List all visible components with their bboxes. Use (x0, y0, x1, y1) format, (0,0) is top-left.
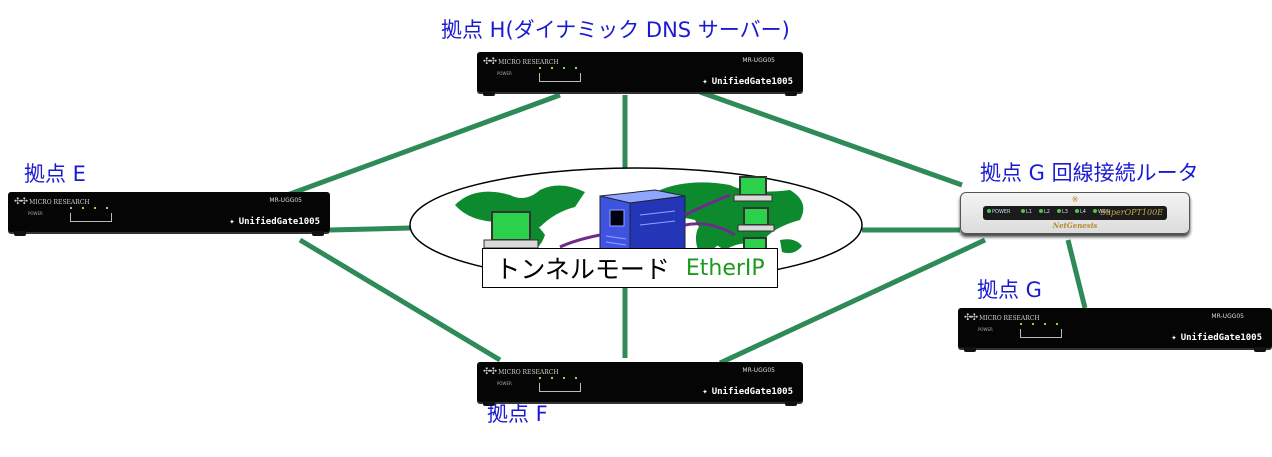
device-site-e: ✣✣MICRO RESEARCH MR-UGG05 POWER ✦Unified… (8, 192, 330, 236)
router-site-g: ※ POWER L1 L2 L3 L4 WAN SuperOPT100E Net… (960, 192, 1190, 234)
desktop-computer-icon (733, 176, 773, 202)
router-brand: SuperOPT100E (1100, 208, 1163, 217)
device-brand: ✦UnifiedGate1005 (1171, 333, 1262, 343)
link-h-grouter (699, 89, 963, 188)
server-tower-icon (599, 189, 686, 263)
brand-icon: ✦ (702, 387, 708, 397)
links (259, 89, 1088, 366)
device-model: MR-UGG05 (1211, 313, 1244, 320)
port-leds (70, 207, 114, 222)
maker-logo: ✣✣MICRO RESEARCH (483, 367, 559, 377)
router-led-l1: L1 (1026, 209, 1032, 215)
link-h-e (259, 92, 561, 208)
maker-logo: ✣✣MICRO RESEARCH (14, 197, 90, 207)
power-label: POWER (497, 71, 512, 76)
power-label: POWER (497, 381, 512, 386)
tunnel-label-box: トンネルモード EtherIP (482, 248, 778, 288)
router-sub-brand: NetGenesis (1052, 221, 1098, 230)
maker-logo-icon: ✣✣ (964, 313, 978, 323)
router-led-l2: L2 (1044, 209, 1050, 215)
brand-icon: ✦ (229, 217, 235, 227)
device-brand-text: UnifiedGate1005 (711, 77, 793, 87)
desktop-computer-icon (483, 211, 539, 249)
brand-icon: ✦ (1171, 333, 1177, 343)
router-led-l3: L3 (1062, 209, 1068, 215)
maker-logo-icon: ✣✣ (483, 367, 497, 377)
device-model: MR-UGG05 (269, 197, 302, 204)
router-led-l4: L4 (1080, 209, 1086, 215)
site-label-g: 拠点 G (977, 278, 1042, 302)
maker-logo: ✣✣MICRO RESEARCH (964, 313, 1040, 323)
port-leds (1020, 323, 1064, 338)
power-label: POWER (978, 327, 993, 332)
maker-logo: ✣✣MICRO RESEARCH (483, 57, 559, 67)
router-panel: POWER L1 L2 L3 L4 WAN SuperOPT100E (983, 206, 1167, 220)
device-brand-text: UnifiedGate1005 (1180, 333, 1262, 343)
site-label-g-router: 拠点 G 回線接続ルータ (980, 161, 1199, 185)
device-model: MR-UGG05 (742, 367, 775, 374)
link-e-f (298, 237, 502, 363)
network-cables (559, 193, 736, 249)
site-label-h: 拠点 H(ダイナミック DNS サーバー) (441, 18, 790, 42)
power-label: POWER (28, 211, 43, 216)
tunnel-protocol-text: EtherIP (685, 255, 765, 281)
site-label-f: 拠点 F (487, 402, 548, 426)
tunnel-mode-text: トンネルモード (495, 255, 670, 284)
device-model: MR-UGG05 (742, 57, 775, 64)
desktop-computer-icon (737, 207, 775, 232)
brand-icon: ✦ (702, 77, 708, 87)
link-e-center (329, 225, 411, 233)
device-brand: ✦UnifiedGate1005 (702, 77, 793, 87)
maker-name: MICRO RESEARCH (29, 199, 90, 206)
device-brand-text: UnifiedGate1005 (711, 387, 793, 397)
maker-name: MICRO RESEARCH (979, 315, 1040, 322)
router-led-wan: WAN (1098, 209, 1110, 215)
device-brand: ✦UnifiedGate1005 (229, 217, 320, 227)
device-brand: ✦UnifiedGate1005 (702, 387, 793, 397)
router-led-power: POWER (992, 209, 1011, 215)
device-site-f: ✣✣MICRO RESEARCH MR-UGG05 POWER ✦Unified… (477, 362, 803, 406)
router-top-mark: ※ (1071, 195, 1079, 204)
maker-name: MICRO RESEARCH (498, 369, 559, 376)
device-site-h: ✣✣MICRO RESEARCH MR-UGG05 POWER ✦Unified… (477, 52, 803, 96)
site-label-e: 拠点 E (24, 162, 86, 186)
port-leds (539, 67, 583, 82)
device-site-g: ✣✣MICRO RESEARCH MR-UGG05 POWER ✦Unified… (958, 308, 1272, 352)
maker-name: MICRO RESEARCH (498, 59, 559, 66)
device-brand-text: UnifiedGate1005 (238, 217, 320, 227)
link-grouter-f (718, 237, 987, 366)
port-leds (539, 377, 583, 392)
maker-logo-icon: ✣✣ (14, 197, 28, 207)
maker-logo-icon: ✣✣ (483, 57, 497, 67)
link-grouter-g (1065, 239, 1088, 309)
